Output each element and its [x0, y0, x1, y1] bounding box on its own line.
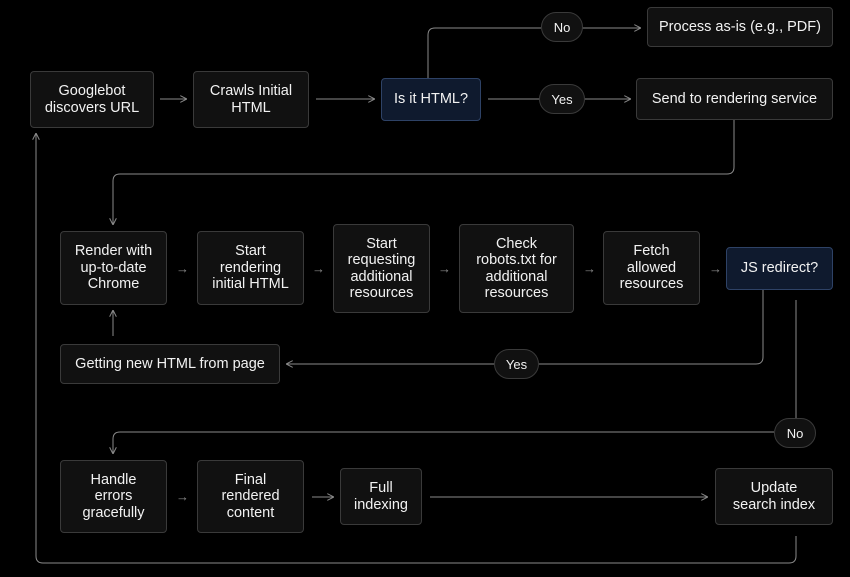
node-final-rendered-content: Final rendered content	[197, 460, 304, 533]
arrow-glyph-5: →	[709, 261, 722, 276]
node-check-robots: Check robots.txt for additional resource…	[459, 224, 574, 313]
node-render-with-chrome: Render with up-to-date Chrome	[60, 231, 167, 305]
node-start-requesting: Start requesting additional resources	[333, 224, 430, 313]
node-update-search-index: Update search index	[715, 468, 833, 525]
connector-send-render-to-chrome	[113, 120, 735, 224]
arrow-glyph-1: →	[176, 261, 189, 276]
label-no-mid: No	[774, 418, 816, 448]
connector-no-to-handle-errors	[113, 431, 774, 453]
node-process-as-is: Process as-is (e.g., PDF)	[647, 7, 833, 47]
node-send-to-rendering-service: Send to rendering service	[636, 78, 833, 120]
node-fetch-allowed: Fetch allowed resources	[603, 231, 700, 305]
connector-js-redirect-to-yes	[539, 290, 764, 365]
arrow-glyph-3: →	[438, 261, 451, 276]
node-crawls-initial-html: Crawls Initial HTML	[193, 71, 309, 128]
node-js-redirect: JS redirect?	[726, 247, 833, 290]
node-getting-new-html: Getting new HTML from page	[60, 344, 280, 384]
node-handle-errors: Handle errors gracefully	[60, 460, 167, 533]
arrow-glyph-4: →	[583, 261, 596, 276]
node-is-it-html: Is it HTML?	[381, 78, 481, 121]
label-yes-top: Yes	[539, 84, 585, 114]
connector-is-html-to-no	[427, 27, 541, 78]
arrow-glyph-6: →	[176, 489, 189, 504]
arrow-glyph-2: →	[312, 261, 325, 276]
node-full-indexing: Full indexing	[340, 468, 422, 525]
node-googlebot-discovers-url: Googlebot discovers URL	[30, 71, 154, 128]
node-start-rendering: Start rendering initial HTML	[197, 231, 304, 305]
label-yes-mid: Yes	[494, 349, 539, 379]
label-no-top: No	[541, 12, 583, 42]
connector-update-loop-back	[36, 134, 797, 564]
